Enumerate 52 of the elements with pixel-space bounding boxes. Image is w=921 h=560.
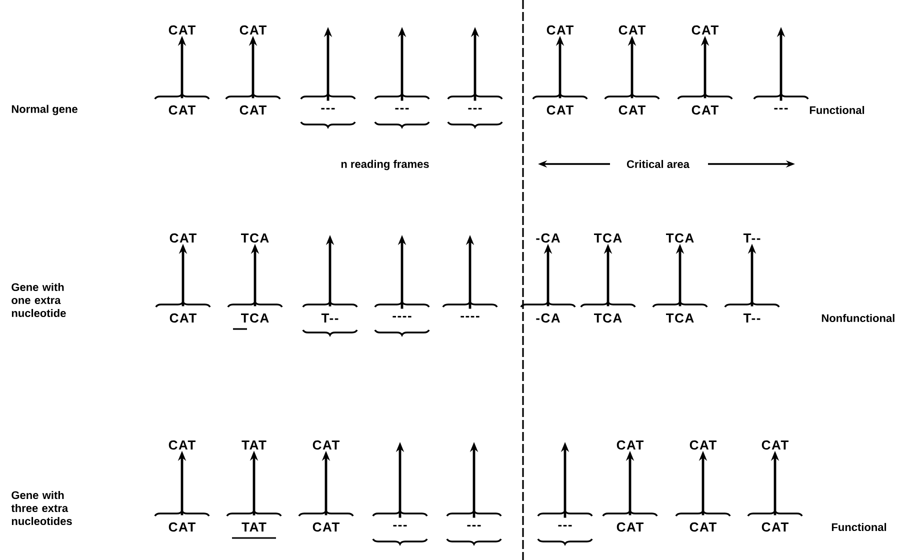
codon: ---- — [392, 316, 412, 318]
codon: --- — [774, 108, 788, 110]
codon: --- — [558, 524, 572, 526]
codon: CAT — [616, 440, 644, 450]
codon: CAT — [546, 105, 574, 115]
codon: CAT — [168, 522, 196, 532]
row-label: Gene with one extra nucleotide — [12, 282, 66, 318]
codon: TCA — [666, 233, 694, 243]
codon: -CA — [536, 233, 560, 243]
codon: CAT — [690, 522, 717, 532]
codon: T-- — [743, 314, 760, 322]
codon: CAT — [690, 440, 717, 450]
codon: --- — [393, 524, 407, 526]
codon: TAT — [242, 440, 266, 450]
region-label: Critical area — [626, 160, 690, 168]
codon: TCA — [666, 313, 694, 323]
codon: CAT — [170, 233, 196, 243]
codon: CAT — [240, 105, 266, 115]
codon: TCA — [241, 313, 269, 323]
codon: CAT — [312, 522, 340, 532]
codon: CAT — [692, 25, 719, 35]
codon: CAT — [168, 440, 196, 450]
codon: CAT — [616, 522, 644, 532]
result-label: Functional — [832, 522, 886, 532]
codon: CAT — [170, 313, 196, 323]
codon: T-- — [743, 234, 760, 242]
codon: ---- — [460, 316, 480, 318]
codon: TAT — [242, 522, 266, 532]
codon: CAT — [618, 25, 646, 35]
codon: CAT — [546, 25, 574, 35]
result-label: Functional — [810, 106, 864, 114]
codon: --- — [468, 108, 482, 110]
codon: TCA — [594, 313, 622, 323]
row-label: Gene with three extra nucleotides — [11, 490, 72, 526]
codon: CAT — [618, 105, 646, 115]
codon: -CA — [536, 313, 560, 323]
codon: TCA — [241, 233, 269, 243]
codon: CAT — [762, 440, 789, 450]
codon: --- — [395, 108, 409, 110]
codon: T-- — [321, 314, 338, 322]
codon: CAT — [692, 105, 719, 115]
row-label: Normal gene — [12, 104, 78, 116]
codon: CAT — [240, 25, 266, 35]
codon: CAT — [168, 25, 196, 35]
region-label: n reading frames — [341, 160, 429, 170]
codon: CAT — [312, 440, 340, 450]
codon: TCA — [594, 233, 622, 243]
codon: CAT — [168, 105, 196, 115]
codon: --- — [467, 524, 481, 526]
result-label: Nonfunctional — [822, 314, 894, 322]
codon: --- — [321, 108, 335, 110]
codon: CAT — [762, 522, 789, 532]
